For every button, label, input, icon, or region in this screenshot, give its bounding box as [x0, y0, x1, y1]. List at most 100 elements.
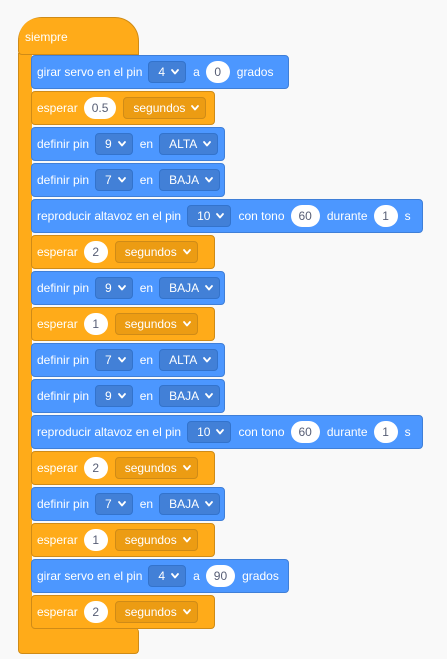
pin-dropdown-value: 7	[105, 353, 112, 367]
pin-dropdown[interactable]: 9	[95, 133, 133, 155]
chevron-down-icon	[216, 429, 225, 435]
time-unit-dropdown[interactable]: segundos	[114, 313, 198, 335]
chevron-down-icon	[182, 609, 191, 615]
wait-block[interactable]: esperar 2 segundos	[31, 235, 215, 269]
pin-dropdown-value: 10	[197, 209, 211, 223]
time-unit-dropdown-value: segundos	[124, 605, 177, 619]
wait-amount-input[interactable]: 1	[83, 529, 108, 551]
block-label: definir pin	[37, 389, 90, 403]
pin-state-dropdown-value: BAJA	[169, 497, 200, 511]
block-label: en	[139, 173, 154, 187]
time-unit-dropdown-value: segundos	[124, 461, 177, 475]
wait-block[interactable]: esperar 2 segundos	[31, 451, 215, 485]
pin-dropdown-value: 7	[105, 173, 112, 187]
block-label: definir pin	[37, 353, 90, 367]
set-pin-block[interactable]: definir pin 7 en ALTA	[31, 343, 225, 377]
pin-state-dropdown[interactable]: BAJA	[159, 493, 221, 515]
chevron-down-icon	[117, 501, 126, 507]
wait-block[interactable]: esperar 1 segundos	[31, 307, 215, 341]
pin-dropdown[interactable]: 4	[148, 565, 187, 587]
pin-dropdown-value: 10	[197, 425, 211, 439]
set-pin-block[interactable]: definir pin 9 en BAJA	[31, 271, 225, 305]
block-label: en	[139, 353, 154, 367]
time-unit-dropdown[interactable]: segundos	[114, 601, 198, 623]
pin-dropdown[interactable]: 9	[95, 277, 133, 299]
pin-state-dropdown[interactable]: ALTA	[159, 349, 219, 371]
block-label: esperar	[37, 245, 78, 259]
pin-dropdown-value: 9	[105, 137, 112, 151]
wait-amount-input[interactable]: 0.5	[83, 97, 117, 119]
block-label: en	[139, 137, 154, 151]
pin-dropdown-value: 4	[158, 65, 166, 79]
block-label: reproducir altavoz en el pin	[37, 209, 182, 223]
wait-amount-input[interactable]: 1	[83, 313, 108, 335]
pin-state-dropdown[interactable]: BAJA	[159, 277, 221, 299]
pin-dropdown[interactable]: 10	[187, 421, 232, 443]
block-label: grados	[242, 569, 279, 583]
chevron-down-icon	[205, 285, 213, 291]
time-unit-dropdown-value: segundos	[124, 533, 177, 547]
time-unit-dropdown[interactable]: segundos	[114, 241, 198, 263]
time-unit-dropdown-value: segundos	[124, 245, 177, 259]
block-label: durante	[326, 209, 368, 223]
block-label: esperar	[37, 101, 78, 115]
block-label: durante	[326, 425, 368, 439]
block-label: s	[404, 425, 411, 439]
angle-input[interactable]: 90	[205, 565, 236, 587]
block-label: esperar	[37, 317, 78, 331]
time-unit-dropdown[interactable]: segundos	[123, 97, 207, 119]
block-label: definir pin	[37, 281, 90, 295]
block-label: en	[139, 281, 154, 295]
wait-block[interactable]: esperar 2 segundos	[31, 595, 215, 629]
wait-amount-input[interactable]: 2	[83, 601, 108, 623]
chevron-down-icon	[117, 141, 126, 147]
pin-dropdown[interactable]: 10	[187, 205, 232, 227]
pin-dropdown[interactable]: 7	[95, 349, 133, 371]
wait-block[interactable]: esperar 0.5 segundos	[31, 91, 215, 125]
wait-amount-input[interactable]: 2	[83, 457, 108, 479]
time-unit-dropdown[interactable]: segundos	[114, 529, 198, 551]
chevron-down-icon	[171, 573, 179, 579]
angle-input[interactable]: 0	[205, 61, 230, 83]
chevron-down-icon	[203, 141, 212, 147]
pin-dropdown[interactable]: 9	[95, 385, 133, 407]
forever-block-foot[interactable]	[18, 628, 139, 654]
duration-input[interactable]: 1	[373, 205, 398, 227]
duration-input[interactable]: 1	[373, 421, 398, 443]
chevron-down-icon	[171, 69, 179, 75]
chevron-down-icon	[216, 213, 225, 219]
time-unit-dropdown[interactable]: segundos	[114, 457, 198, 479]
pin-dropdown[interactable]: 7	[95, 493, 133, 515]
forever-block-arm[interactable]	[18, 53, 32, 631]
block-label: esperar	[37, 605, 78, 619]
time-unit-dropdown-value: segundos	[124, 317, 177, 331]
pin-state-dropdown[interactable]: ALTA	[159, 133, 219, 155]
pin-state-dropdown[interactable]: BAJA	[159, 385, 221, 407]
tone-input[interactable]: 60	[290, 421, 320, 443]
block-label: esperar	[37, 461, 78, 475]
forever-block[interactable]: siempre	[18, 17, 139, 55]
chevron-down-icon	[182, 321, 191, 327]
chevron-down-icon	[117, 285, 126, 291]
pin-dropdown[interactable]: 4	[148, 61, 187, 83]
chevron-down-icon	[117, 357, 126, 363]
pin-dropdown[interactable]: 7	[95, 169, 133, 191]
pin-state-dropdown-value: BAJA	[169, 389, 200, 403]
block-label: reproducir altavoz en el pin	[37, 425, 182, 439]
block-label: definir pin	[37, 497, 90, 511]
chevron-down-icon	[191, 105, 200, 111]
tone-input[interactable]: 60	[290, 205, 320, 227]
pin-state-dropdown[interactable]: BAJA	[159, 169, 221, 191]
chevron-down-icon	[182, 249, 191, 255]
wait-amount-input[interactable]: 2	[83, 241, 108, 263]
